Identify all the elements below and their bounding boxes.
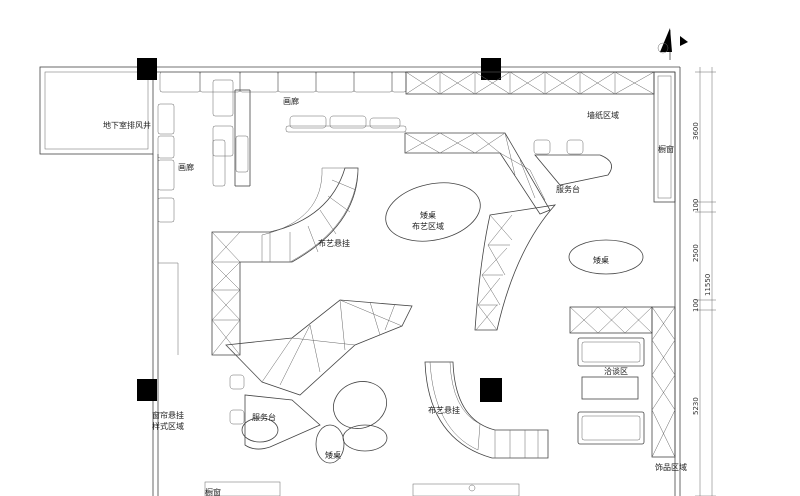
diagonal-truss-right xyxy=(474,204,557,331)
room-labels: 地下室排风井 画廊 画廊 墙纸区域 橱窗 服务台 矮桌 布艺区域 布艺悬挂 矮桌… xyxy=(103,96,687,496)
label-gallery-top: 画廊 xyxy=(283,96,299,106)
oval-tables xyxy=(241,182,644,464)
label-curtain-sample-2: 样式区域 xyxy=(152,421,184,431)
label-window-bottom: 橱窗 xyxy=(205,487,221,496)
service-desk-top xyxy=(404,132,612,215)
service-desk-bottom xyxy=(229,374,321,450)
dim-5230: 5230 xyxy=(692,397,700,415)
dimension-line xyxy=(695,67,716,496)
label-stool-table-center: 矮桌 xyxy=(420,210,436,220)
label-curtain-sample-1: 窗帘悬挂 xyxy=(152,410,184,420)
dim-3600: 3600 xyxy=(692,122,700,140)
negotiation-sofas xyxy=(569,306,676,458)
label-stool-table-bottom: 矮桌 xyxy=(325,450,341,460)
central-truss xyxy=(225,299,413,396)
label-negotiation-area: 洽谈区 xyxy=(604,366,628,376)
column xyxy=(481,58,501,80)
gallery-l-wall xyxy=(157,79,251,223)
wallpaper-wall-truss xyxy=(405,71,676,203)
exhaust-shaft-outline xyxy=(39,66,154,155)
exterior-walls xyxy=(39,66,681,496)
dim-100-b: 100 xyxy=(692,299,700,312)
columns xyxy=(137,58,502,402)
label-decor-area: 饰品区域 xyxy=(655,462,687,472)
dimension-labels: 3600 100 2500 100 5230 11550 xyxy=(692,122,712,415)
column xyxy=(137,58,157,80)
dim-100-a: 100 xyxy=(692,199,700,212)
dim-2500: 2500 xyxy=(692,244,700,262)
gallery-top-units xyxy=(159,71,407,133)
label-stool-table-right: 矮桌 xyxy=(593,255,609,265)
oval-table-center xyxy=(385,182,481,242)
fabric-hang-left xyxy=(211,167,359,356)
label-fabric-hang-left: 布艺悬挂 xyxy=(318,238,350,248)
column xyxy=(480,378,502,402)
column xyxy=(137,379,157,401)
label-fabric-area: 布艺区域 xyxy=(412,221,444,231)
label-gallery-left: 画廊 xyxy=(178,162,194,172)
label-service-desk-top: 服务台 xyxy=(556,184,580,194)
label-window-right: 橱窗 xyxy=(658,144,674,154)
label-wallpaper-area: 墙纸区域 xyxy=(587,110,619,120)
label-service-desk-bottom: 服务台 xyxy=(252,412,276,422)
north-arrow-icon xyxy=(657,28,688,60)
label-fabric-hang-bottom: 布艺悬挂 xyxy=(428,405,460,415)
fabric-hang-bottom xyxy=(424,361,549,459)
label-basement-exhaust: 地下室排风井 xyxy=(103,120,151,130)
oval-table-right xyxy=(568,239,644,275)
dim-11550: 11550 xyxy=(704,274,712,296)
